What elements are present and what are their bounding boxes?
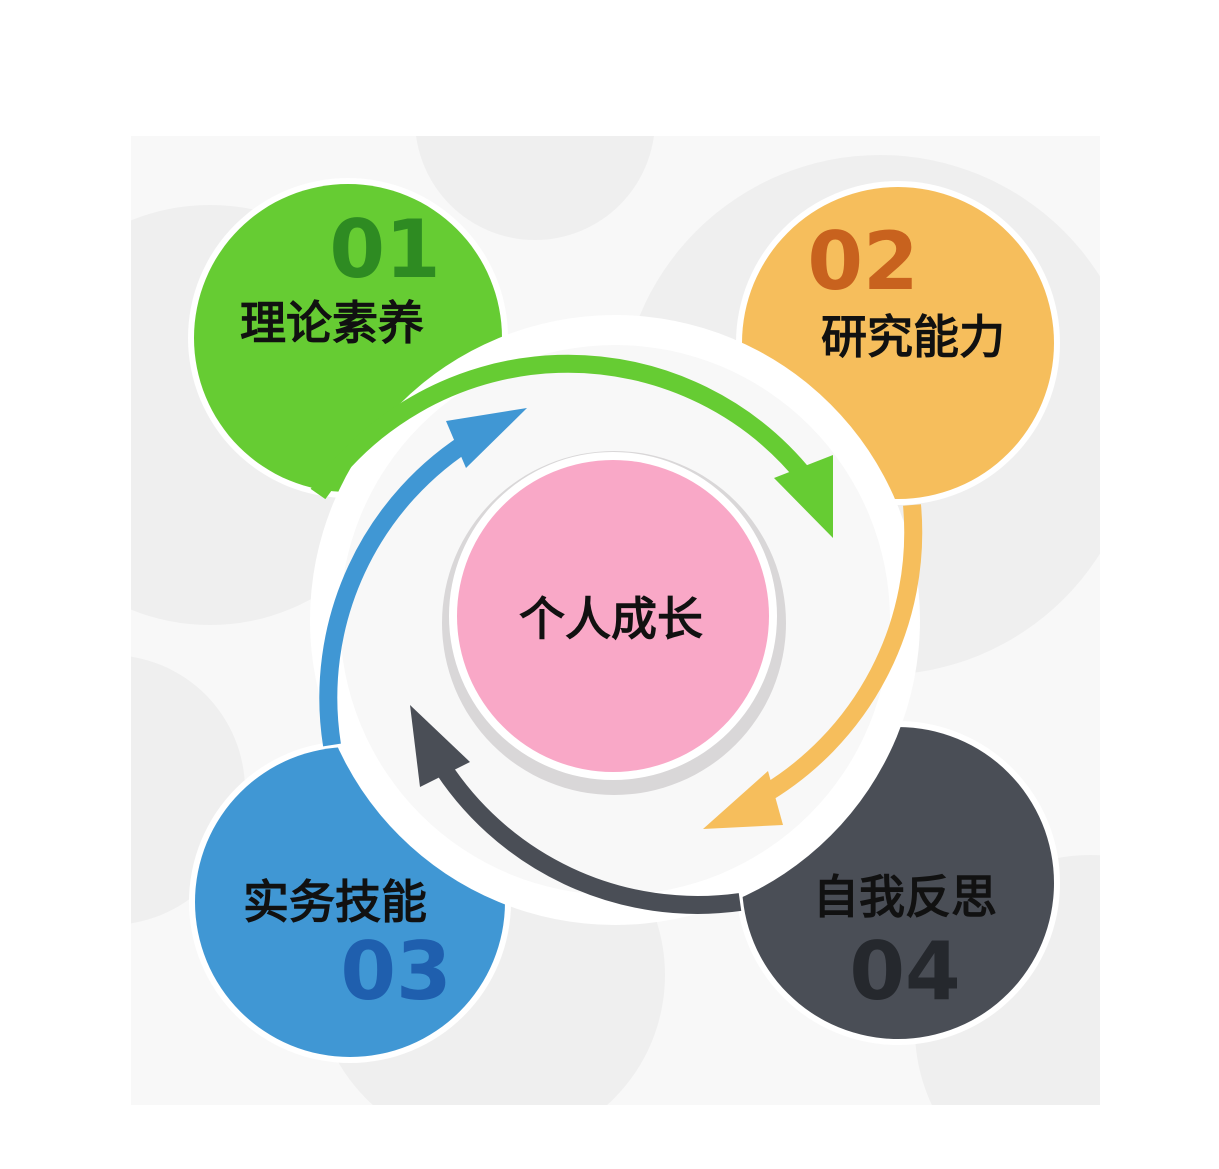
arrow-02-to-04 bbox=[703, 504, 923, 829]
center-label: 个人成长 bbox=[519, 592, 703, 646]
step-label-04: 自我反思 bbox=[813, 870, 997, 924]
step-number-04: 04 bbox=[849, 925, 960, 1018]
step-number-03: 03 bbox=[340, 925, 451, 1018]
center-circle: 个人成长 bbox=[442, 451, 786, 795]
arrow-01-to-02 bbox=[310, 354, 833, 538]
step-number-01: 01 bbox=[329, 203, 440, 296]
arrow-04-to-03 bbox=[410, 705, 742, 914]
step-number-02: 02 bbox=[807, 215, 918, 308]
step-label-03: 实务技能 bbox=[243, 875, 427, 929]
step-label-02: 研究能力 bbox=[821, 310, 1005, 364]
arrow-03-to-01 bbox=[319, 408, 527, 747]
step-label-01: 理论素养 bbox=[240, 296, 424, 350]
